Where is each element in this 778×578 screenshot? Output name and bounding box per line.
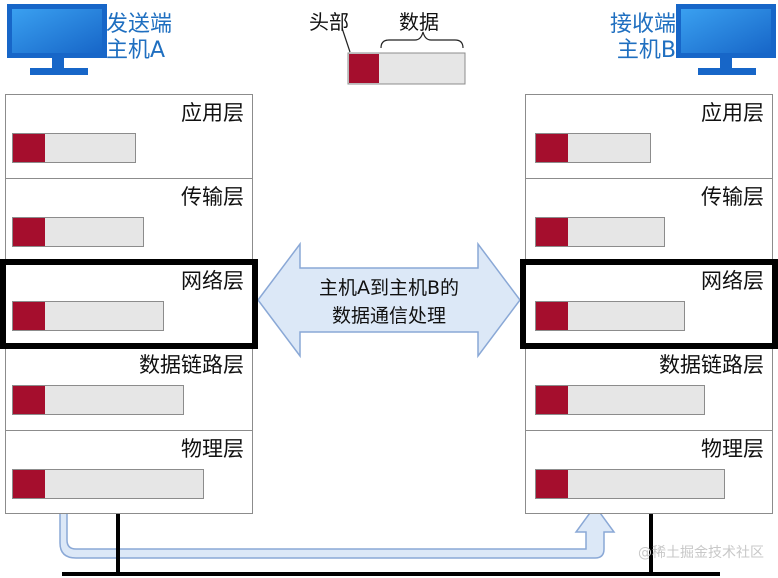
layer-name: 数据链路层 [139, 353, 244, 377]
packet-header [13, 386, 45, 414]
legend-header-label: 头部 [309, 10, 349, 34]
packet-header [536, 218, 568, 246]
layer-name: 传输层 [181, 185, 244, 209]
layer-name: 物理层 [701, 437, 764, 461]
packet [12, 385, 184, 415]
receiver-layer-datalink: 数据链路层 [526, 347, 772, 431]
layer-name: 数据链路层 [659, 353, 764, 377]
receiver-computer-icon [676, 4, 776, 75]
layer-name: 物理层 [181, 437, 244, 461]
caption-line2: 数据通信处理 [331, 305, 446, 327]
packet [535, 469, 725, 499]
sender-layer-physical: 物理层 [6, 431, 252, 515]
caption-line1: 主机A到主机B的 [318, 277, 460, 299]
sender-network-highlight [0, 259, 258, 349]
sender-label-line2: 主机A [106, 38, 166, 63]
packet-header [536, 302, 568, 330]
sender-layer-transport: 传输层 [6, 179, 252, 263]
receiver-network-highlight [520, 259, 778, 349]
packet [535, 301, 685, 331]
packet [12, 133, 136, 163]
receiver-label-line1: 接收端 [609, 12, 676, 37]
packet-header [536, 386, 568, 414]
physical-path-arrow [59, 504, 616, 559]
packet [535, 385, 705, 415]
sender-stack: 应用层 传输层 网络层 数据链路层 物理层 [5, 94, 253, 514]
packet-header [13, 218, 45, 246]
layer-name: 网络层 [701, 269, 764, 293]
sender-label-line1: 发送端 [106, 12, 173, 37]
sender-layer-application: 应用层 [6, 95, 252, 179]
watermark: @稀土掘金技术社区 [638, 545, 764, 561]
packet-header [13, 134, 45, 162]
receiver-layer-physical: 物理层 [526, 431, 772, 515]
network-link [62, 504, 720, 576]
sender-layer-datalink: 数据链路层 [6, 347, 252, 431]
receiver-layer-application: 应用层 [526, 95, 772, 179]
packet [12, 469, 204, 499]
receiver-stack: 应用层 传输层 网络层 数据链路层 物理层 [525, 94, 773, 514]
packet [12, 301, 164, 331]
packet-header [13, 470, 45, 498]
layer-name: 传输层 [701, 185, 764, 209]
receiver-label: 接收端 主机B [600, 12, 676, 64]
sender-label: 发送端 主机A [106, 12, 172, 64]
layer-name: 应用层 [181, 101, 244, 125]
packet [12, 217, 144, 247]
receiver-label-line2: 主机B [616, 38, 676, 63]
receiver-layer-network: 网络层 [526, 263, 772, 347]
packet [535, 217, 665, 247]
packet-header [536, 470, 568, 498]
packet [535, 133, 651, 163]
sender-layer-network: 网络层 [6, 263, 252, 347]
layer-name: 应用层 [701, 101, 764, 125]
packet-header [536, 134, 568, 162]
legend-data-label: 数据 [399, 10, 439, 34]
legend-packet [341, 27, 466, 85]
layer-name: 网络层 [181, 269, 244, 293]
packet-header [13, 302, 45, 330]
receiver-layer-transport: 传输层 [526, 179, 772, 263]
sender-computer-icon [7, 4, 107, 75]
double-arrow-caption: 主机A到主机B的 数据通信处理 [256, 274, 522, 330]
